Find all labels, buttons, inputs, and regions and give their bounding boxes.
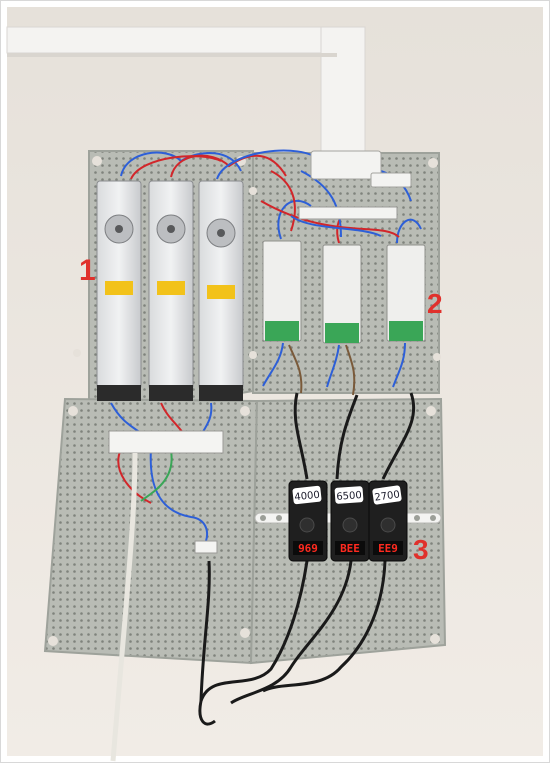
cable-trunking — [6, 26, 366, 156]
terminal-block-bottom — [108, 430, 224, 554]
wiring-middle — [262, 342, 406, 396]
dimmer-knob[interactable] — [342, 517, 358, 533]
terminal-block-top — [298, 150, 412, 220]
led-controller — [386, 244, 426, 342]
dimmer-module: 2700 EE9 — [368, 480, 408, 562]
dimmer-sticker: 4000 — [294, 490, 320, 504]
dimmer-sticker: 2700 — [374, 489, 401, 503]
label-controller-group: 2 — [427, 288, 443, 319]
dimmer-display: EE9 — [378, 542, 398, 555]
label-dimmer-group: 3 — [413, 534, 429, 565]
dimmer-knob[interactable] — [299, 517, 315, 533]
dimmer-knob[interactable] — [380, 517, 396, 533]
dimmer-sticker: 6500 — [336, 490, 362, 503]
dimmer-display: BEE — [340, 542, 360, 555]
label-psu-group: 1 — [79, 254, 96, 287]
power-supply-unit — [148, 180, 194, 401]
dimmer-module: 6500 BEE — [330, 480, 370, 562]
wiring-top — [120, 149, 422, 244]
dimmer-cables — [198, 392, 416, 726]
led-controller — [262, 240, 302, 342]
dimmer-module: 4000 969 — [288, 480, 328, 562]
power-supply-unit — [96, 180, 142, 401]
power-supply-unit — [198, 180, 244, 401]
dimmer-display: 969 — [298, 542, 318, 555]
mains-cable — [110, 452, 138, 762]
led-controller — [322, 244, 362, 344]
